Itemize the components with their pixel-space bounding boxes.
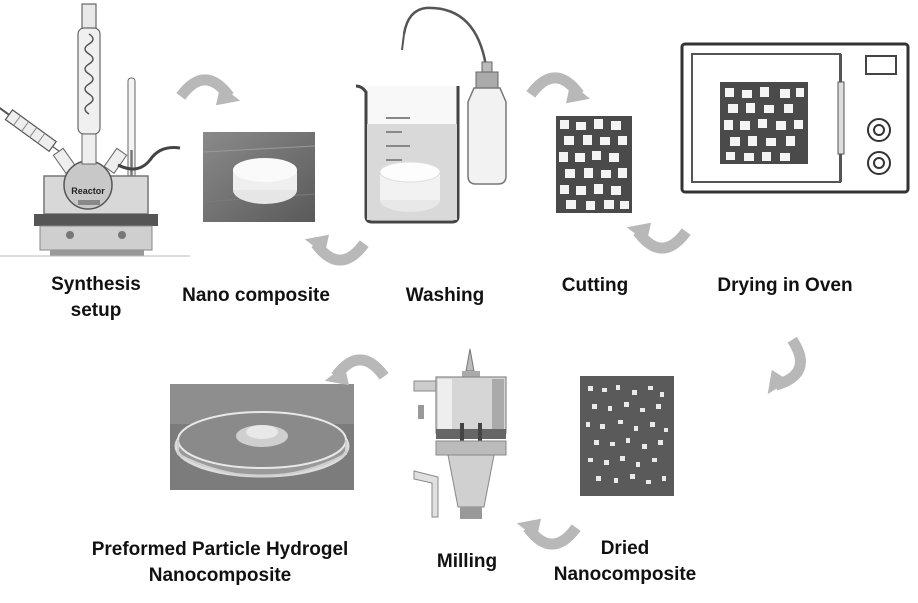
synthesis-label-line2: setup [70,300,122,321]
synthesis-label-line1: Synthesis [51,274,141,295]
washing-illustration [350,0,520,228]
nano-composite-label: Nano composite [182,285,330,306]
curved-arrow-icon [764,337,808,401]
preformed-label-line1: Preformed Particle Hydrogel [91,539,349,560]
preformed-label-line2: Nanocomposite [148,565,292,586]
curved-arrow-icon [305,235,364,260]
synthesis-setup-illustration [0,0,190,262]
oven-illustration [680,42,910,194]
curved-arrow-icon [531,78,590,103]
synthesis-setup-label: Synthesis setup [36,272,156,324]
dried-label-line1: Dried [600,538,650,559]
curved-arrow-icon [325,360,384,385]
petri-dish-photo [170,384,354,490]
drying-in-oven-label: Drying in Oven [717,275,853,296]
nano-composite-photo [203,132,315,222]
dried-nanocomposite-label: Dried Nanocomposite [540,536,710,588]
curved-arrow-icon [517,519,576,544]
curved-arrow-icon [627,223,686,248]
washing-label: Washing [405,285,485,306]
curved-arrow-icon [181,80,240,105]
dried-label-line2: Nanocomposite [553,564,697,585]
preformed-hydrogel-label: Preformed Particle Hydrogel Nanocomposit… [60,537,380,589]
milling-machine-illustration [408,345,528,525]
milling-label: Milling [436,551,498,572]
cutting-label: Cutting [561,275,629,296]
cutting-photo [556,116,632,213]
reactor-label: Reactor [71,186,105,196]
dried-nanocomposite-photo [580,376,674,496]
